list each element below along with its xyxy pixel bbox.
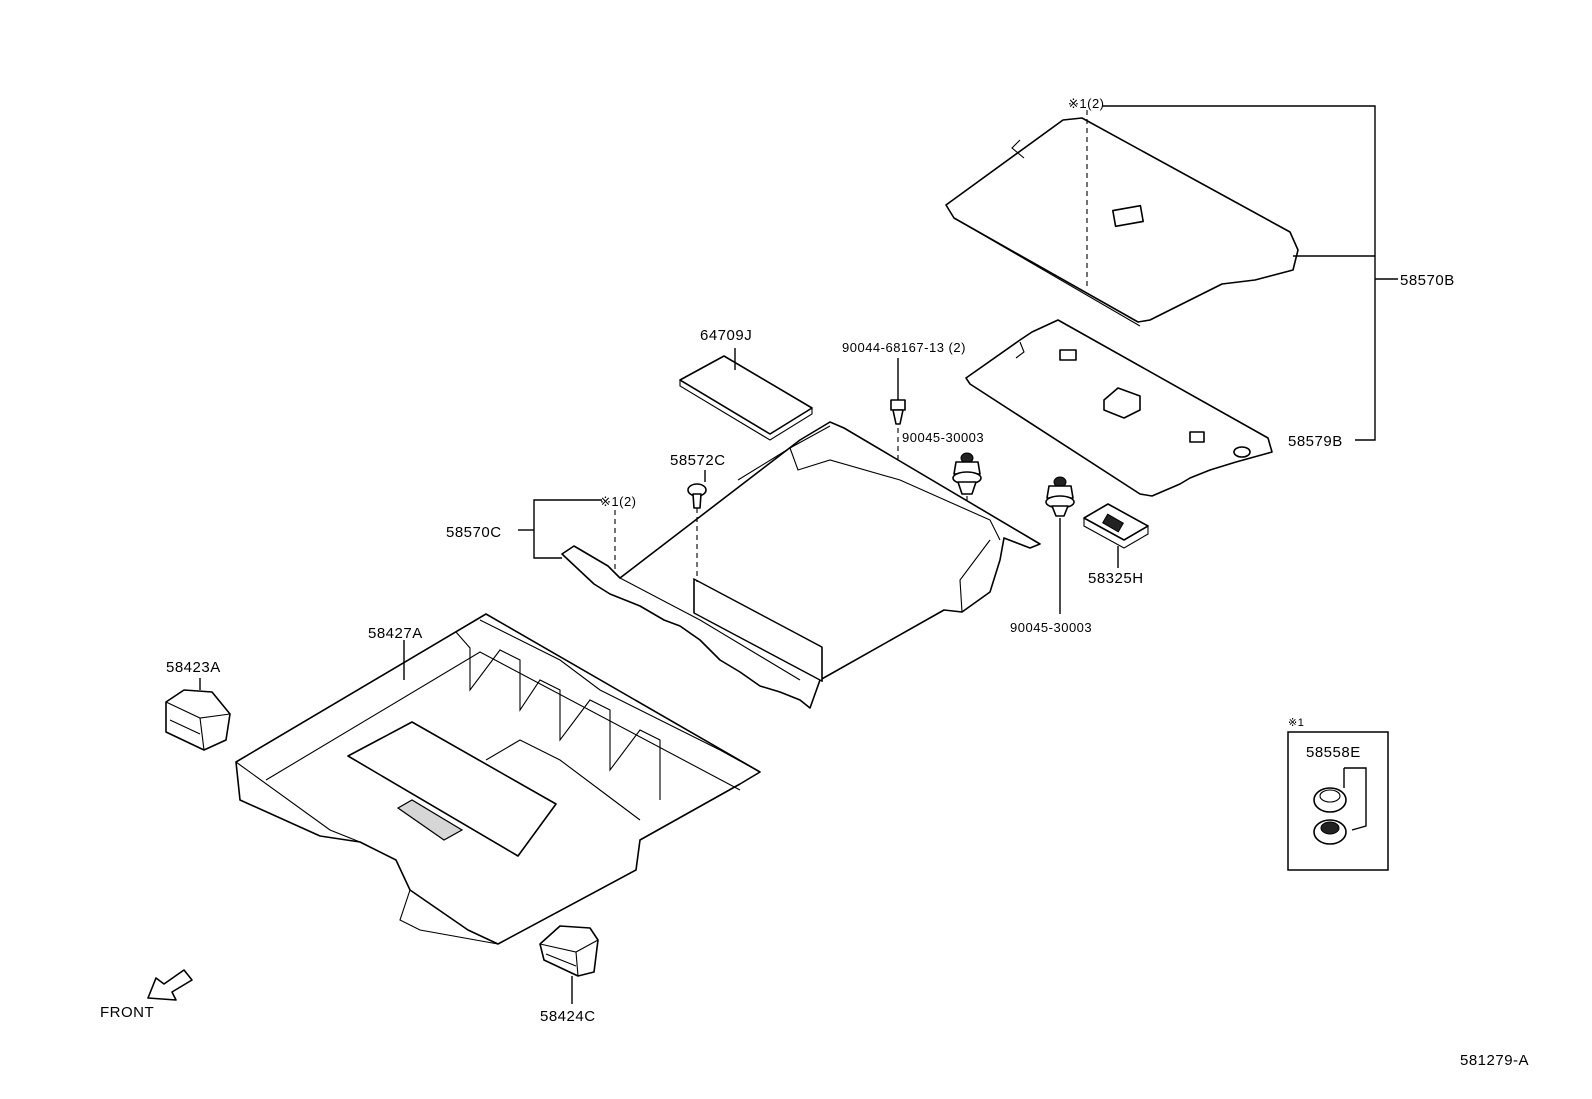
bolt-58572C bbox=[687, 470, 707, 509]
label-front: FRONT bbox=[100, 1004, 154, 1021]
label-58427A: 58427A bbox=[368, 625, 423, 642]
front-arrow-icon bbox=[147, 969, 193, 1001]
figure-id: 581279-A bbox=[1460, 1052, 1529, 1069]
label-90044-68167-13: 90044-68167-13 (2) bbox=[842, 340, 966, 355]
pad-64709J bbox=[679, 348, 813, 441]
label-58572C: 58572C bbox=[670, 452, 726, 469]
label-64709J: 64709J bbox=[700, 327, 752, 344]
label-58325H: 58325H bbox=[1088, 570, 1144, 587]
note-marker-mid: ※1(2) bbox=[600, 494, 637, 509]
block-58423A bbox=[165, 678, 231, 751]
label-58570B: 58570B bbox=[1400, 272, 1455, 289]
clip-90044 bbox=[890, 358, 906, 468]
label-90045-30003-lower: 90045-30003 bbox=[1010, 620, 1092, 635]
label-58423A: 58423A bbox=[166, 659, 221, 676]
deck-board-lower bbox=[965, 319, 1273, 497]
floor-box-58427A bbox=[235, 613, 761, 945]
deck-board-upper bbox=[945, 110, 1299, 327]
inset-box bbox=[1287, 731, 1389, 871]
tray-58570C bbox=[561, 421, 1041, 709]
clip-90045-a bbox=[952, 452, 982, 558]
block-58424C bbox=[539, 925, 599, 1004]
label-58579B: 58579B bbox=[1288, 433, 1343, 450]
bracket-58325H bbox=[1083, 503, 1149, 568]
label-90045-30003-upper: 90045-30003 bbox=[902, 430, 984, 445]
note-marker-inset: ※1 bbox=[1288, 717, 1304, 729]
note-marker-top: ※1(2) bbox=[1068, 96, 1105, 111]
label-58570C: 58570C bbox=[446, 524, 502, 541]
label-58424C: 58424C bbox=[540, 1008, 596, 1025]
clip-90045-b bbox=[1045, 476, 1075, 614]
label-58558E: 58558E bbox=[1306, 744, 1361, 761]
